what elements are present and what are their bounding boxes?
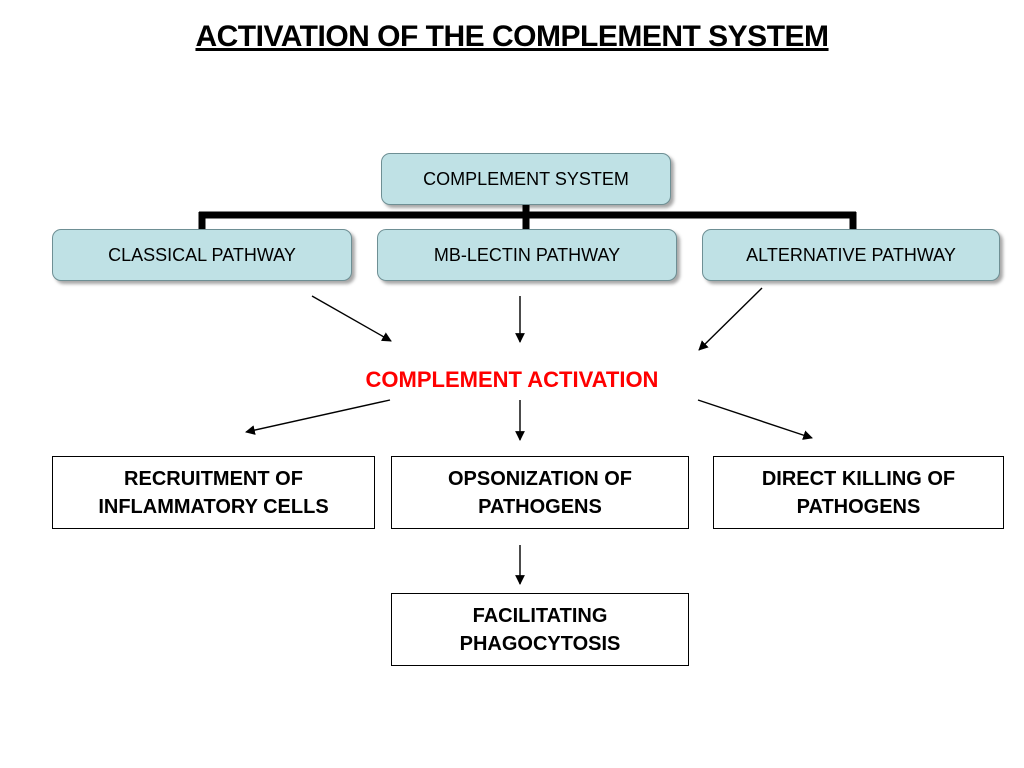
- page-title: ACTIVATION OF THE COMPLEMENT SYSTEM: [195, 20, 829, 53]
- arrow-activation-to-killing: [697, 399, 813, 440]
- direct-killing-label: DIRECT KILLING OF PATHOGENS: [761, 467, 956, 518]
- recruitment-node: RECRUITMENT OF INFLAMMATORY CELLS: [52, 456, 375, 529]
- mb-lectin-pathway-node: MB-LECTIN PATHWAY: [377, 229, 677, 281]
- tree-connector: [198, 205, 857, 231]
- alternative-pathway-label: ALTERNATIVE PATHWAY: [746, 244, 956, 265]
- opsonization-label: OPSONIZATION OF PATHOGENS: [447, 467, 633, 518]
- arrow-classical-to-activation: [311, 295, 392, 342]
- classical-pathway-node: CLASSICAL PATHWAY: [52, 229, 352, 281]
- arrow-alternative-to-activation: [698, 287, 763, 351]
- complement-system-label: COMPLEMENT SYSTEM: [423, 168, 629, 189]
- opsonization-node: OPSONIZATION OF PATHOGENS: [391, 456, 689, 529]
- arrow-activation-to-recruitment: [245, 399, 391, 435]
- direct-killing-node: DIRECT KILLING OF PATHOGENS: [713, 456, 1004, 529]
- complement-activation-label: COMPLEMENT ACTIVATION: [0, 367, 1024, 393]
- mb-lectin-pathway-label: MB-LECTIN PATHWAY: [433, 244, 621, 265]
- phagocytosis-node: FACILITATING PHAGOCYTOSIS: [391, 593, 689, 666]
- complement-system-node: COMPLEMENT SYSTEM: [381, 153, 671, 205]
- classical-pathway-label: CLASSICAL PATHWAY: [108, 244, 296, 265]
- phagocytosis-label: FACILITATING PHAGOCYTOSIS: [459, 604, 621, 655]
- recruitment-label: RECRUITMENT OF INFLAMMATORY CELLS: [98, 467, 329, 518]
- alternative-pathway-node: ALTERNATIVE PATHWAY: [702, 229, 1000, 281]
- complement-activation-text: COMPLEMENT ACTIVATION: [365, 367, 659, 392]
